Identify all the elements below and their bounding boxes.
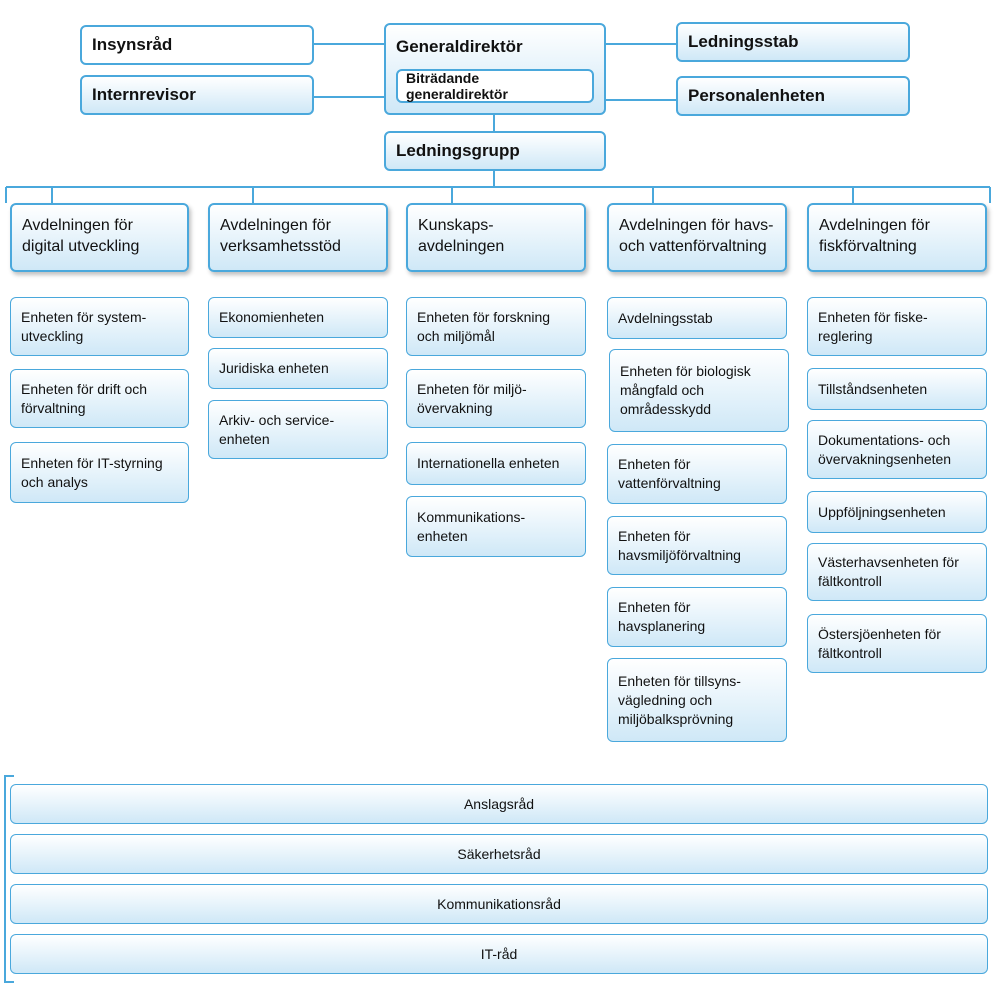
ledningsstab-box: Ledningsstab bbox=[676, 22, 910, 62]
personalenheten-label: Personalenheten bbox=[688, 86, 825, 105]
unit-label: Enheten för miljö- övervakning bbox=[417, 380, 527, 416]
unit-box: Enheten för tillsyns- vägledning och mil… bbox=[607, 658, 787, 742]
unit-box: Enheten för IT-styrning och analys bbox=[10, 442, 189, 503]
council-kommunikationsrad: Kommunikationsråd bbox=[10, 884, 988, 924]
insynsrad-label: Insynsråd bbox=[92, 35, 173, 54]
unit-box: Enheten för havsmiljöförvaltning bbox=[607, 516, 787, 575]
council-label: IT-råd bbox=[480, 946, 518, 962]
bitradande-generaldirektor-box: Biträdande generaldirektör bbox=[396, 69, 594, 103]
bitradande-label: Biträdande generaldirektör bbox=[406, 70, 508, 102]
unit-box: Enheten för system- utveckling bbox=[10, 297, 189, 356]
ledningsgrupp-box: Ledningsgrupp bbox=[384, 131, 606, 171]
unit-box: Uppföljningsenheten bbox=[807, 491, 987, 533]
unit-label: Enheten för tillsyns- vägledning och mil… bbox=[618, 672, 741, 727]
unit-label: Enheten för havsplanering bbox=[618, 599, 706, 634]
unit-box: Avdelningsstab bbox=[607, 297, 787, 339]
council-label: Säkerhetsråd bbox=[457, 846, 541, 862]
insynsrad-box: Insynsråd bbox=[80, 25, 314, 65]
unit-box: Enheten för biologisk mångfald och områd… bbox=[609, 349, 789, 432]
unit-label: Enheten för drift och förvaltning bbox=[21, 380, 148, 416]
internrevisor-box: Internrevisor bbox=[80, 75, 314, 115]
unit-label: Enheten för vattenförvaltning bbox=[618, 456, 721, 491]
department-verksamhetsstod: Avdelningen för verksamhetsstöd bbox=[208, 203, 388, 272]
unit-label: Enheten för biologisk mångfald och områd… bbox=[620, 363, 751, 417]
unit-box: Ekonomienheten bbox=[208, 297, 388, 338]
unit-label: Dokumentations- och övervakningsenheten bbox=[818, 431, 952, 467]
unit-label: Arkiv- och service- enheten bbox=[219, 411, 335, 447]
department-label: Avdelningen för fiskförvaltning bbox=[819, 217, 930, 255]
department-fiskforvaltning: Avdelningen för fiskförvaltning bbox=[807, 203, 987, 272]
ledningsstab-label: Ledningsstab bbox=[688, 32, 799, 51]
unit-label: Tillståndsenheten bbox=[818, 380, 928, 397]
unit-box: Östersjöenheten för fältkontroll bbox=[807, 614, 987, 673]
council-anslagsrad: Anslagsråd bbox=[10, 784, 988, 824]
unit-box: Dokumentations- och övervakningsenheten bbox=[807, 420, 987, 479]
unit-label: Enheten för fiske- reglering bbox=[818, 308, 928, 344]
internrevisor-label: Internrevisor bbox=[92, 85, 196, 104]
unit-box: Enheten för havsplanering bbox=[607, 587, 787, 647]
department-label: Avdelningen för verksamhetsstöd bbox=[220, 217, 341, 255]
unit-label: Juridiska enheten bbox=[219, 360, 329, 376]
unit-label: Västerhavsenheten för fältkontroll bbox=[818, 554, 959, 589]
unit-label: Ekonomienheten bbox=[219, 309, 325, 325]
council-it-rad: IT-råd bbox=[10, 934, 988, 974]
council-sakerhetsrad: Säkerhetsråd bbox=[10, 834, 988, 874]
generaldirektor-box: Generaldirektör Biträdande generaldirekt… bbox=[384, 23, 606, 115]
council-label: Kommunikationsråd bbox=[437, 896, 561, 912]
unit-box: Enheten för fiske- reglering bbox=[807, 297, 987, 356]
department-havs-och-vattenforvaltning: Avdelningen för havs- och vattenförvaltn… bbox=[607, 203, 787, 272]
generaldirektor-label: Generaldirektör bbox=[396, 37, 523, 56]
unit-box: Enheten för vattenförvaltning bbox=[607, 444, 787, 504]
unit-label: Kommunikations- enheten bbox=[417, 508, 526, 544]
unit-label: Internationella enheten bbox=[417, 455, 560, 471]
unit-box: Västerhavsenheten för fältkontroll bbox=[807, 543, 987, 601]
unit-box: Tillståndsenheten bbox=[807, 368, 987, 410]
unit-label: Östersjöenheten för fältkontroll bbox=[818, 625, 941, 661]
council-label: Anslagsråd bbox=[463, 796, 535, 812]
department-label: Kunskaps- avdelningen bbox=[418, 217, 505, 255]
unit-box: Enheten för drift och förvaltning bbox=[10, 369, 189, 428]
unit-box: Internationella enheten bbox=[406, 442, 586, 485]
department-digital-utveckling: Avdelningen för digital utveckling bbox=[10, 203, 189, 272]
department-label: Avdelningen för havs- och vattenförvaltn… bbox=[619, 217, 774, 255]
unit-label: Enheten för IT-styrning och analys bbox=[21, 454, 163, 490]
department-label: Avdelningen för digital utveckling bbox=[22, 217, 140, 255]
unit-label: Enheten för forskning och miljömål bbox=[417, 308, 551, 344]
unit-label: Uppföljningsenheten bbox=[818, 503, 946, 520]
unit-box: Enheten för forskning och miljömål bbox=[406, 297, 586, 356]
unit-box: Kommunikations- enheten bbox=[406, 496, 586, 557]
personalenheten-box: Personalenheten bbox=[676, 76, 910, 116]
unit-label: Enheten för system- utveckling bbox=[21, 308, 147, 344]
unit-box: Juridiska enheten bbox=[208, 348, 388, 389]
department-kunskapsavdelningen: Kunskaps- avdelningen bbox=[406, 203, 586, 272]
ledningsgrupp-label: Ledningsgrupp bbox=[396, 141, 520, 160]
unit-box: Arkiv- och service- enheten bbox=[208, 400, 388, 459]
unit-box: Enheten för miljö- övervakning bbox=[406, 369, 586, 428]
unit-label: Avdelningsstab bbox=[618, 309, 713, 326]
unit-label: Enheten för havsmiljöförvaltning bbox=[618, 527, 741, 563]
